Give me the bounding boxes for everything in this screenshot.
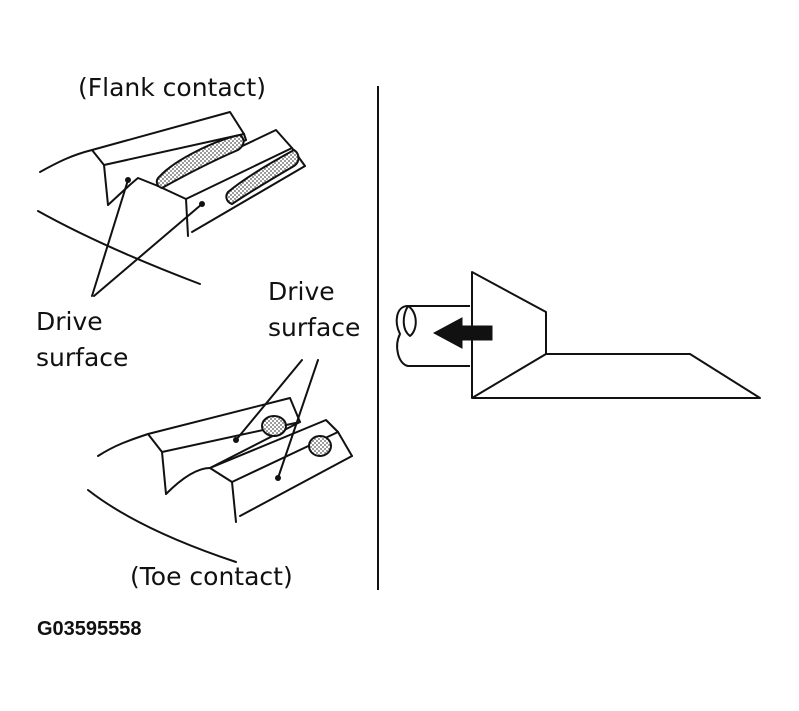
drive-surface-label-left-line1: Drive [36,307,103,336]
drive-surface-label-left-line2: surface [36,343,129,372]
toe-contact-gear [87,359,353,563]
drive-surface-point [125,177,131,183]
tooth-direction-schematic [395,271,761,399]
flank-contact-gear [37,111,306,297]
toe-contact-patch [308,435,332,457]
drive-surface-point [199,201,205,207]
flank-contact-title: (Flank contact) [78,73,266,102]
drive-surface-label-right-line2: surface [268,313,361,342]
flank-contact-patch [225,148,300,206]
drive-surface-point [275,475,281,481]
drive-surface-label-right-line1: Drive [268,277,335,306]
arrow-icon [432,317,493,349]
flank-contact-patch [155,133,245,190]
drive-surface-point [233,437,239,443]
toe-contact-patch [261,415,287,437]
figure-code: G03595558 [37,618,142,640]
toe-contact-title: (Toe contact) [130,562,293,591]
